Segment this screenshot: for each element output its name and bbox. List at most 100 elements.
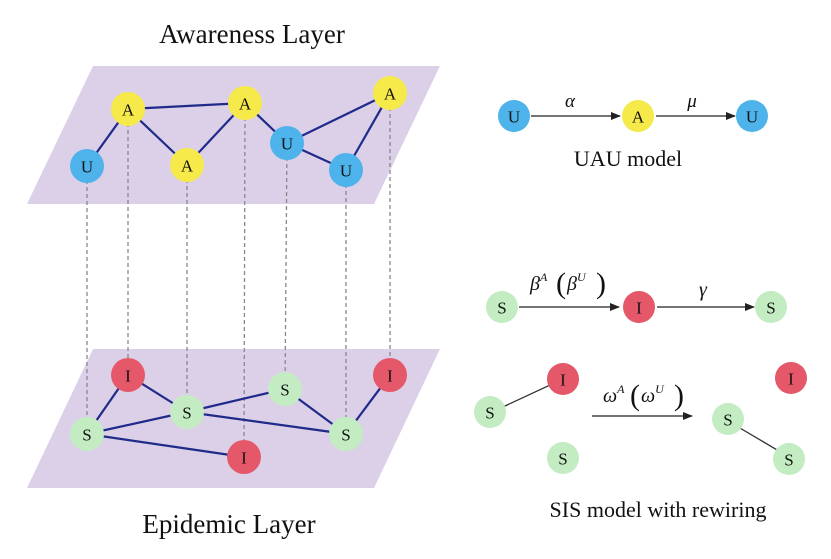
epidemic-node-s-label: S — [182, 404, 191, 423]
rewire-before-node-s: S — [547, 442, 579, 474]
awareness-node-u-circle — [70, 149, 104, 183]
sis-node-i: I — [623, 291, 655, 323]
rewire-before-node-s-label: S — [485, 404, 494, 423]
interlayer-link — [284, 142, 288, 390]
epidemic-node-i-label: I — [387, 367, 393, 386]
uau-node-u-circle — [498, 100, 530, 132]
awareness-node-a: A — [228, 86, 262, 120]
awareness-edge — [286, 92, 391, 144]
epidemic-node-s-circle — [329, 417, 363, 451]
rewire-before-node-s-label: S — [558, 450, 567, 469]
uau-node-a-circle — [622, 100, 654, 132]
awareness-node-u: U — [329, 153, 363, 187]
epidemic-node-i: I — [227, 440, 261, 474]
epidemic-node-s-circle — [170, 395, 204, 429]
epidemic-node-s-circle — [70, 417, 104, 451]
awareness-node-u-label: U — [281, 135, 293, 154]
uau-rate-mu: μ — [686, 91, 697, 112]
awareness-node-a: A — [373, 76, 407, 110]
awareness-node-a-circle — [111, 92, 145, 126]
rewire-before-node-s-circle — [547, 442, 579, 474]
sis-rate-gamma: γ — [699, 279, 708, 301]
awareness-node-a-label: A — [122, 101, 135, 120]
awareness-node-a: A — [170, 148, 204, 182]
rewiring-caption: SIS model with rewiring — [550, 497, 767, 522]
rewire-before-node-s: S — [474, 396, 506, 428]
svg-text:ωA: ωA — [603, 382, 625, 407]
uau-node-u-label: U — [508, 108, 520, 127]
rewire-before-node-i-circle — [547, 363, 579, 395]
epidemic-edge — [186, 410, 347, 436]
awareness-node-u: U — [270, 126, 304, 160]
awareness-node-a-label: A — [239, 95, 252, 114]
sis-node-s: S — [755, 291, 787, 323]
rewire-rate-omega-alt-sup: U — [655, 382, 665, 396]
epidemic-node-i: I — [111, 358, 145, 392]
uau-node-u-label: U — [746, 108, 758, 127]
awareness-node-u-label: U — [340, 162, 352, 181]
sis-node-i-circle — [623, 291, 655, 323]
rewire-after-node-i-label: I — [788, 370, 794, 389]
rewire-after-node-s: S — [773, 443, 805, 475]
sis-node-s-label: S — [766, 299, 775, 318]
rewire-rate-omega-alt: ω — [641, 385, 655, 407]
epidemic-node-s-circle — [268, 372, 302, 406]
awareness-node-a-label: A — [384, 85, 397, 104]
sis-rate-beta-alt-sup: U — [577, 270, 587, 284]
epidemic-node-s-label: S — [341, 426, 350, 445]
svg-text:ωU: ωU — [641, 382, 665, 407]
uau-node-u-circle — [736, 100, 768, 132]
rewire-after-node-i-circle — [775, 362, 807, 394]
sis-node-s-circle — [486, 291, 518, 323]
sis-model: βA ( βU ) γ S I S — [486, 267, 787, 323]
epidemic-node-i-label: I — [125, 367, 131, 386]
rewire-rate-omega-sup: A — [616, 382, 625, 396]
epidemic-node-s: S — [268, 372, 302, 406]
rewire-before-node-s-circle — [474, 396, 506, 428]
rewire-nodes: I S S I S S — [474, 362, 807, 475]
epidemic-edge — [86, 432, 245, 459]
rewire-after-node-s-circle — [712, 403, 744, 435]
uau-model-caption: UAU model — [574, 146, 682, 171]
epidemic-node-s: S — [329, 417, 363, 451]
rewire-rate-close-paren: ) — [674, 379, 684, 412]
svg-text:βU: βU — [566, 270, 587, 295]
awareness-edge — [127, 101, 246, 111]
awareness-layer-title: Awareness Layer — [159, 19, 345, 49]
uau-node-a: A — [622, 100, 654, 132]
awareness-node-a-circle — [228, 86, 262, 120]
epidemic-edge — [86, 410, 188, 436]
sis-rate-beta-sup: A — [539, 270, 548, 284]
epidemic-layer-title: Epidemic Layer — [142, 509, 315, 539]
sis-node-s: S — [486, 291, 518, 323]
epidemic-node-s: S — [70, 417, 104, 451]
awareness-node-a: A — [111, 92, 145, 126]
rewire-after-node-s-label: S — [784, 451, 793, 470]
sis-rate-beta: βA ( βU ) — [529, 267, 606, 300]
uau-node-u: U — [498, 100, 530, 132]
epidemic-node-i: I — [373, 358, 407, 392]
epidemic-node-i-circle — [227, 440, 261, 474]
rewire-before-node-i: I — [547, 363, 579, 395]
awareness-node-a-label: A — [181, 157, 194, 176]
sis-node-s-label: S — [497, 299, 506, 318]
sis-node-s-circle — [755, 291, 787, 323]
awareness-node-a-circle — [170, 148, 204, 182]
rewire-before-node-i-label: I — [560, 371, 566, 390]
rewire-after-node-s-circle — [773, 443, 805, 475]
epidemic-node-s: S — [170, 395, 204, 429]
rewire-after-node-s-label: S — [723, 411, 732, 430]
epidemic-layer-nodes: I S S I S S I — [70, 358, 407, 474]
epidemic-node-s-label: S — [280, 381, 289, 400]
sis-rate-beta-alt: β — [566, 273, 577, 295]
sis-rate-beta-main: β — [529, 273, 540, 295]
awareness-node-u: U — [70, 149, 104, 183]
uau-node-a-label: A — [632, 108, 645, 127]
epidemic-node-i-label: I — [241, 449, 247, 468]
epidemic-node-i-circle — [373, 358, 407, 392]
rewire-after-node-i: I — [775, 362, 807, 394]
